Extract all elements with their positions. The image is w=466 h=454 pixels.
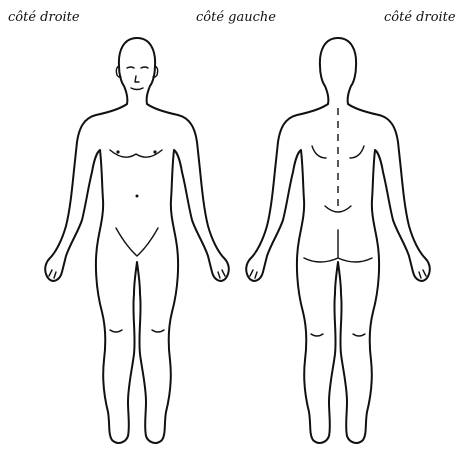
back-body-icon	[246, 38, 430, 443]
front-body-icon	[45, 38, 229, 443]
